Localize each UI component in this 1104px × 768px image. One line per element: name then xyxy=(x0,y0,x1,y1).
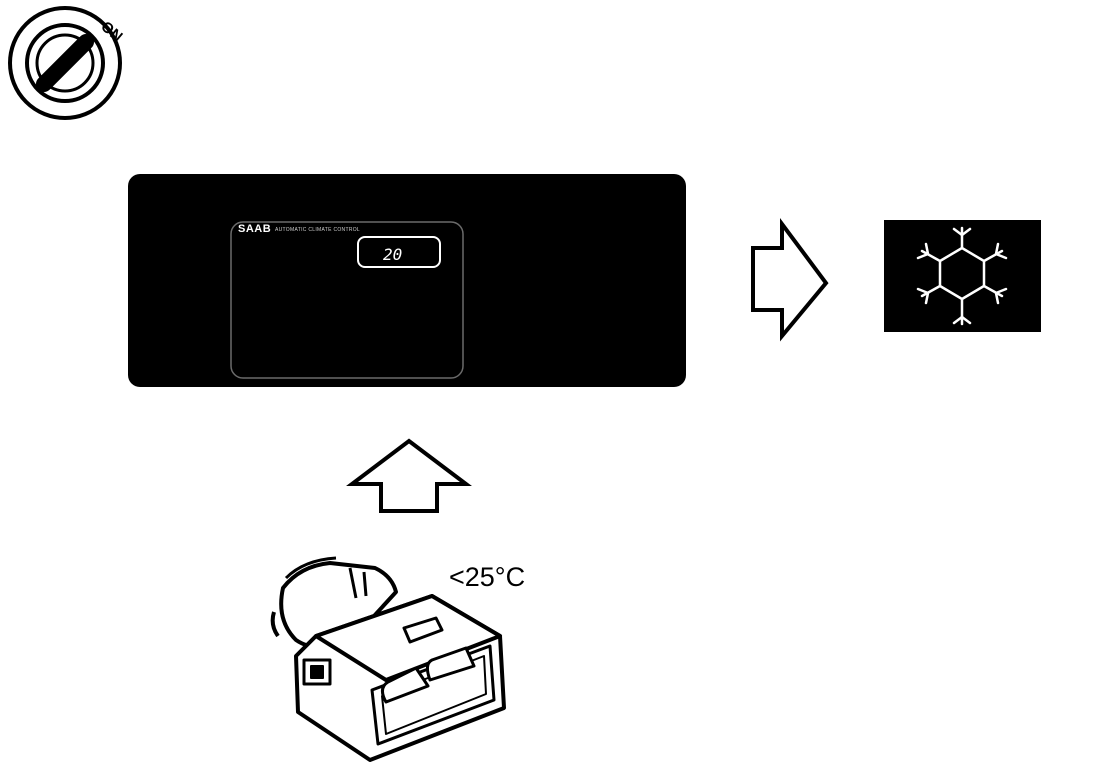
panel-brand-logo: SAAB xyxy=(238,223,271,235)
climate-control-panel: SAAB AUTOMATIC CLIMATE CONTROL 20 xyxy=(128,174,686,387)
arrow-right-icon xyxy=(751,217,829,342)
panel-subtitle: AUTOMATIC CLIMATE CONTROL xyxy=(275,227,360,233)
panel-temperature-display: 20 xyxy=(383,245,402,264)
snowflake-icon xyxy=(884,220,1041,332)
ignition-key-icon: ON xyxy=(8,6,126,120)
temperature-sensor-icon xyxy=(270,556,506,762)
arrow-up-icon xyxy=(346,438,472,513)
sensor-condition-label: <25°C xyxy=(449,562,525,592)
